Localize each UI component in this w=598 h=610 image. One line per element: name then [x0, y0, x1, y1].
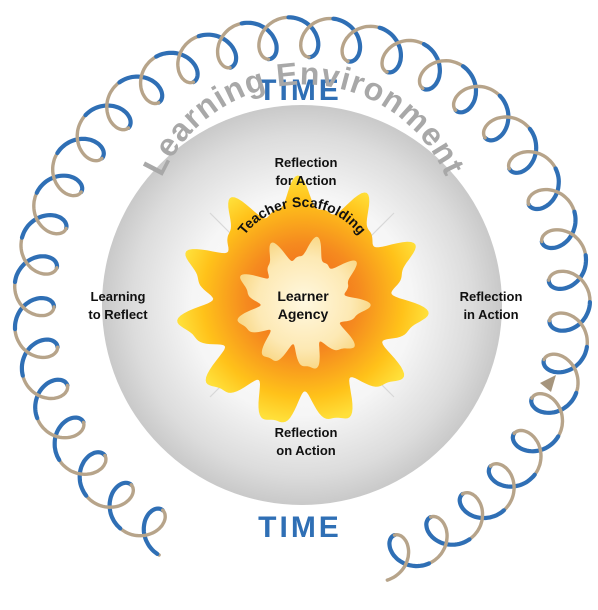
spiral-coil-front — [83, 103, 133, 130]
spiral-coil-back — [385, 532, 411, 582]
spiral-coil-back — [542, 352, 580, 395]
time-spiral — [12, 15, 592, 582]
spiral-coil-back — [35, 416, 86, 440]
spiral-coil-front — [239, 20, 279, 62]
spiral-coil-back — [526, 187, 577, 214]
spiral-coil-back — [75, 113, 104, 163]
spiral-coil-front — [34, 173, 85, 195]
spiral-coil-back — [51, 151, 83, 198]
spiral-coil-back — [138, 54, 161, 106]
spiral-coil-front — [196, 32, 239, 70]
spiral-coil-front — [19, 337, 60, 378]
spiral-coil-front — [12, 254, 60, 285]
spiral-coil-back — [19, 235, 59, 276]
spiral-coil-back — [530, 392, 565, 439]
spiral-coil-front — [107, 480, 134, 531]
spiral-coil-front — [33, 377, 70, 421]
reflection-on-action-line1: Reflection — [275, 425, 338, 440]
spiral-coil-front — [117, 74, 165, 105]
spiral-coil-front — [510, 431, 561, 454]
spiral-coil-back — [380, 38, 426, 74]
learning-to-reflect-line2: to Reflect — [88, 307, 148, 322]
spiral-coil-front — [12, 296, 57, 332]
spiral-coil-back — [12, 280, 56, 318]
spiral-coil-back — [215, 21, 244, 70]
spiral-coil-front — [377, 25, 403, 75]
spiral-coil-front — [453, 64, 479, 115]
spiral-coil-back — [257, 15, 291, 61]
spiral-coil-front — [55, 136, 106, 161]
spiral-coil-front — [541, 344, 589, 375]
learner-agency-line2: Agency — [278, 306, 329, 322]
spiral-coil-front — [507, 126, 539, 175]
learner-agency-line1: Learner — [277, 288, 329, 304]
spiral-coil-back — [118, 508, 167, 538]
spiral-coil-back — [540, 228, 588, 257]
spiral-coil-back — [460, 491, 485, 541]
reflection-in-action-line1: Reflection — [460, 289, 523, 304]
spiral-coil-front — [539, 209, 578, 251]
spiral-coil-front — [141, 506, 165, 556]
reflection-on-action-line2: on Action — [276, 443, 336, 458]
spiral-coil-front — [387, 533, 432, 569]
time-label-bottom: TIME — [258, 511, 342, 544]
spiral-coil-back — [13, 327, 60, 360]
spiral-arrowhead — [540, 375, 556, 392]
spiral-coil-back — [417, 58, 465, 91]
time-label-top: TIME — [258, 74, 342, 107]
spiral-coil-back — [32, 191, 68, 236]
spiral-coil-front — [457, 491, 506, 521]
reflection-in-action-line2: in Action — [463, 307, 518, 322]
spiral-coil-front — [154, 50, 200, 85]
spiral-coil-front — [52, 415, 86, 462]
spiral-coil-front — [529, 390, 579, 415]
spiral-coil-back — [481, 115, 532, 140]
spiral-coil-front — [331, 16, 363, 64]
spiral-coil-front — [486, 464, 537, 489]
spiral-coil-front — [286, 15, 321, 60]
spiral-coil-front — [19, 212, 69, 240]
spiral-coil-back — [176, 34, 201, 85]
spiral-coil-front — [547, 300, 592, 333]
reflection-for-action-line2: for Action — [276, 173, 337, 188]
spiral-coil-back — [547, 269, 592, 304]
spiral-coil-back — [427, 514, 449, 566]
spiral-coil-back — [57, 453, 108, 477]
spiral-coil-back — [298, 16, 336, 59]
spiral-coil-back — [488, 461, 516, 512]
spiral-coil-front — [420, 42, 443, 92]
spiral-coil-back — [340, 24, 382, 63]
learning-to-reflect-line1: Learning — [91, 289, 146, 304]
spiral-coil-back — [105, 80, 131, 132]
reflection-for-action-line1: Reflection — [275, 155, 338, 170]
spiral-coil-back — [451, 84, 502, 112]
spiral-coil-back — [21, 373, 70, 401]
spiral-coil-back — [506, 150, 558, 171]
spiral-coil-front — [526, 166, 561, 212]
spiral-coil-back — [547, 311, 590, 349]
spiral-coil-back — [512, 428, 543, 477]
spiral-coil-front — [77, 450, 107, 498]
learner-agency-shape — [237, 236, 371, 369]
spiral-coil-back — [84, 483, 135, 509]
spiral-coil-front — [483, 93, 511, 143]
spiral-coil-front — [546, 253, 589, 291]
spiral-coil-front — [424, 515, 472, 547]
